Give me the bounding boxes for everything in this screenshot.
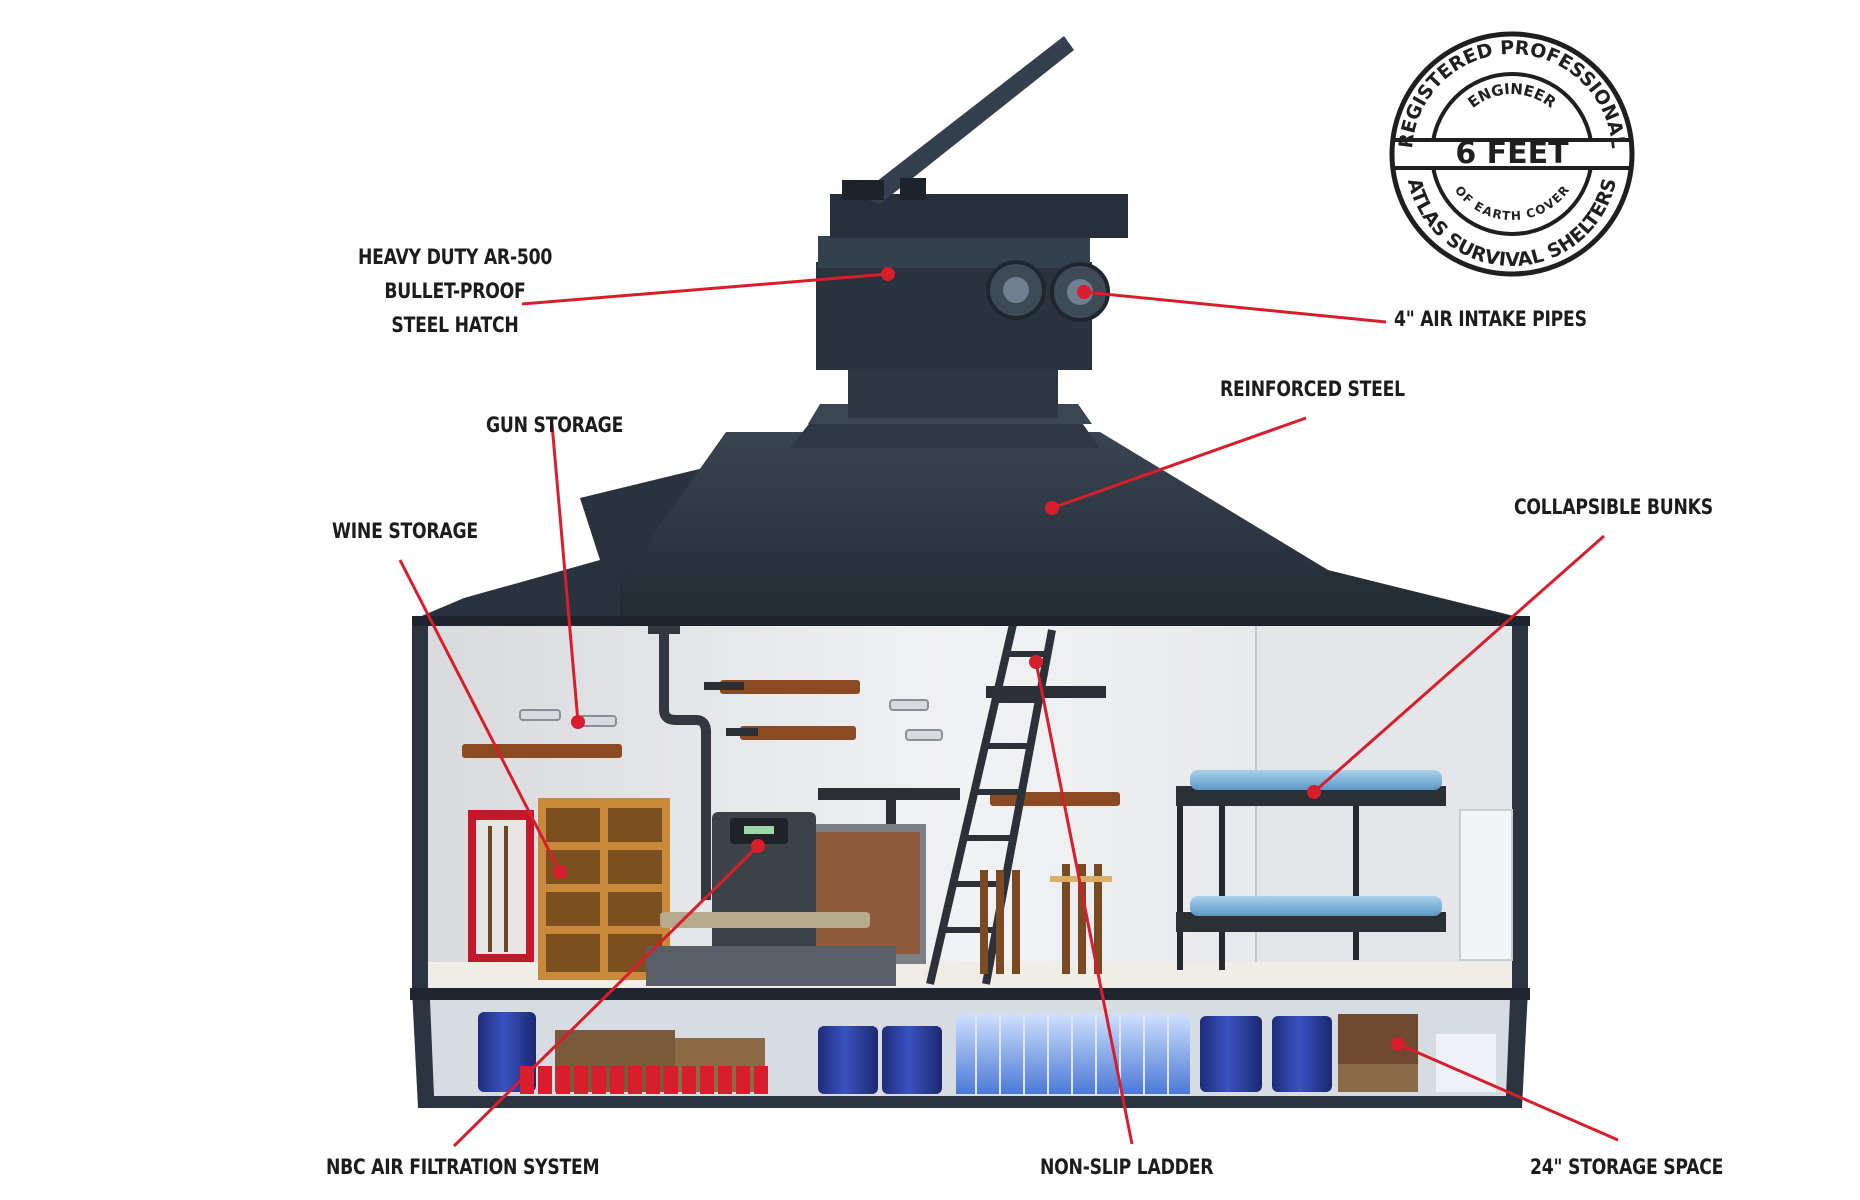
rifle-racks [980,864,1112,974]
collapsible-bunks [1176,770,1513,970]
label-collapsible-bunks: COLLAPSIBLE BUNKS [1514,495,1713,519]
label-storage-space: 24" STORAGE SPACE [1530,1155,1724,1179]
callout-line-gun-storage [550,423,580,723]
reinforced-steel-roof [412,404,1530,626]
callout-line-nbc [452,844,760,1148]
gun-safe [468,810,534,962]
callout-line-storage [1397,1042,1619,1142]
callout-line-hatch [521,272,889,306]
storage-base [412,990,1528,1108]
shotgun-shells [520,1066,768,1094]
label-steel-hatch: HEAVY DUTY AR-500 BULLET-PROOF STEEL HAT… [357,245,553,337]
nbc-filtration-unit [646,812,896,986]
engineer-certification-seal: REGISTERED PROFESSIONAL ATLAS SURVIVAL S… [1389,31,1635,277]
water-bottles [956,1014,1496,1094]
callout-lines [398,272,1619,1148]
steel-hatch-tower [816,36,1128,418]
callout-dots [553,267,1405,1051]
label-gun-storage: GUN STORAGE [486,413,624,437]
label-reinforced-steel: REINFORCED STEEL [1220,377,1405,401]
callout-line-reinforced-steel [1051,416,1307,510]
callout-line-ladder [1034,661,1134,1145]
label-air-intake-pipes: 4" AIR INTAKE PIPES [1394,307,1587,331]
label-non-slip-ladder: NON-SLIP LADDER [1040,1155,1214,1179]
callout-line-bunks [1313,534,1605,794]
seal-center-text: 6 FEET [1455,136,1569,171]
callout-line-air-intake [1083,290,1387,324]
callout-line-wine-storage [398,559,562,873]
barrels [478,1012,1332,1094]
label-wine-storage: WINE STORAGE [332,519,478,543]
label-nbc-air-filtration: NBC AIR FILTRATION SYSTEM [326,1155,600,1179]
